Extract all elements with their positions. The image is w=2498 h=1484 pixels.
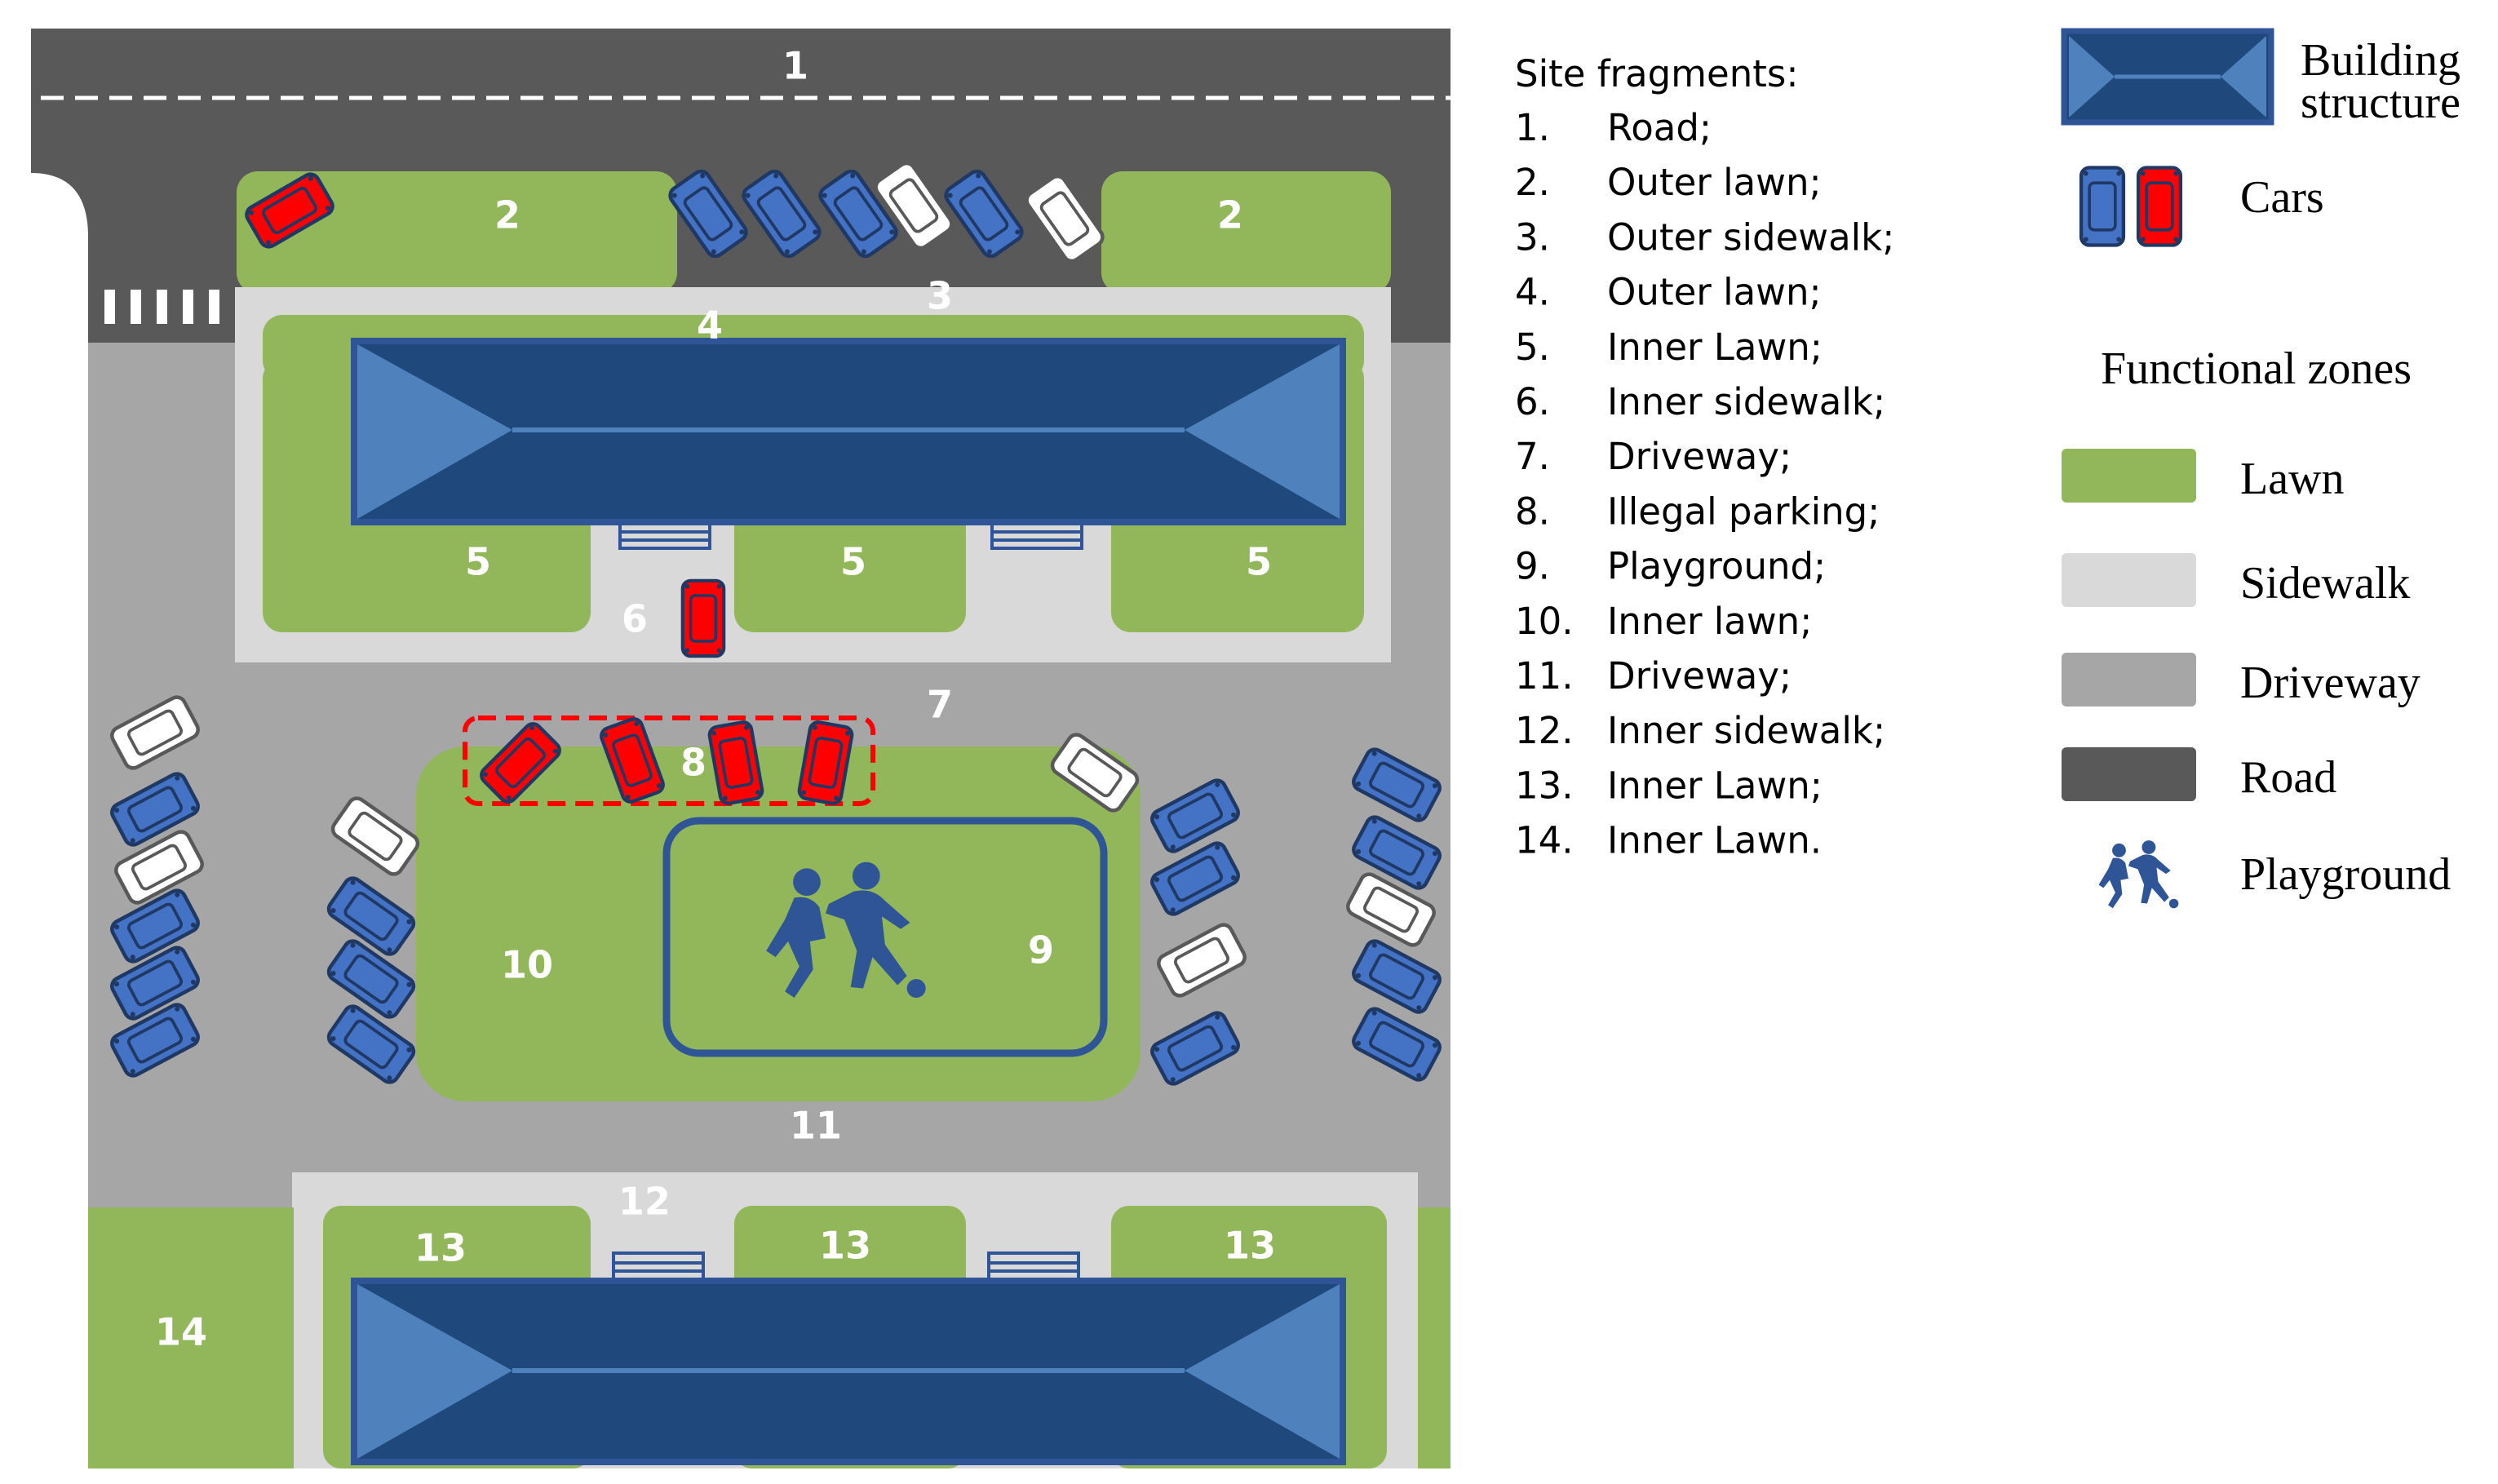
legend: Building structure Cars Functional zones…	[2061, 28, 2460, 909]
zone-label-8: 8	[680, 741, 706, 785]
inner-lawn-14	[88, 1207, 294, 1468]
zone-label-13: 13	[1224, 1224, 1276, 1268]
fragment-number: 4.	[1515, 271, 1550, 314]
legend-sidewalk: Sidewalk	[2240, 558, 2410, 609]
fragment-number: 3.	[1515, 215, 1550, 259]
crosswalk	[104, 290, 219, 324]
car-icon	[2138, 167, 2181, 245]
zone-label-2: 2	[1217, 193, 1243, 237]
zone-label-5: 5	[1246, 540, 1272, 584]
zone-label-13: 13	[414, 1226, 467, 1270]
fragment-label: Inner Lawn;	[1607, 326, 1823, 369]
legend-functional-zones-title: Functional zones	[2101, 343, 2412, 394]
zone-label-6: 6	[622, 597, 648, 641]
fragment-number: 5.	[1515, 326, 1550, 369]
legend-playground: Playground	[2240, 849, 2451, 900]
lower-building	[351, 1278, 1346, 1465]
zone-label-4: 4	[697, 303, 723, 348]
fragment-number: 9.	[1515, 545, 1550, 588]
legend-driveway: Driveway	[2240, 658, 2420, 708]
legend-lawn: Lawn	[2240, 454, 2345, 504]
legend-cars: Cars	[2240, 172, 2324, 223]
legend-building-line2: structure	[2301, 78, 2460, 128]
fragment-number: 10.	[1515, 600, 1574, 643]
outer-lawn-right	[1101, 171, 1391, 294]
fragment-number: 14.	[1515, 819, 1574, 862]
fragment-number: 12.	[1515, 709, 1574, 752]
car-icon	[683, 581, 724, 656]
fragment-label: Inner lawn;	[1607, 600, 1812, 643]
upper-building	[351, 338, 1346, 525]
legend-road: Road	[2240, 752, 2336, 803]
car-icon	[2081, 167, 2124, 245]
zone-label-13: 13	[819, 1224, 871, 1268]
playground-zone-9	[662, 817, 1108, 1057]
lawn-right-edge	[1418, 1207, 1451, 1468]
zone-label-10: 10	[501, 943, 553, 987]
legend-sidewalk-swatch	[2062, 553, 2196, 607]
fragment-label: Road;	[1607, 106, 1712, 149]
fragment-number: 13.	[1515, 764, 1574, 807]
fragment-number: 1.	[1515, 106, 1550, 149]
fragment-number: 8.	[1515, 489, 1550, 533]
zone-label-3: 3	[927, 274, 953, 318]
entrance-steps-upper	[618, 521, 1083, 550]
legend-road-swatch	[2062, 747, 2196, 801]
legend-driveway-swatch	[2062, 653, 2196, 707]
zone-label-5: 5	[840, 540, 866, 584]
fragment-label: Inner sidewalk;	[1607, 380, 1885, 423]
site-fragments-list: Site fragments: 1. Road; 2. Outer lawn; 3. Ou…	[1515, 52, 1894, 862]
fragment-label: Outer lawn;	[1607, 161, 1822, 204]
fragment-label: Playground;	[1607, 545, 1826, 588]
soccer-players-icon	[2098, 840, 2179, 909]
outer-lawn-left	[237, 171, 677, 294]
legend-building-line1: Building	[2301, 35, 2460, 86]
fragment-number: 2.	[1515, 161, 1550, 204]
illegal-parking-box	[463, 715, 875, 806]
zone-label-11: 11	[790, 1104, 842, 1148]
entrance-steps-lower	[612, 1251, 1080, 1281]
fragment-label: Inner Lawn.	[1607, 819, 1822, 862]
building-icon	[2061, 28, 2274, 126]
fragment-label: Inner sidewalk;	[1607, 709, 1885, 752]
fragment-number: 7.	[1515, 435, 1550, 478]
zone-label-12: 12	[618, 1180, 671, 1224]
zone-label-2: 2	[494, 193, 520, 237]
zone-label-9: 9	[1028, 928, 1054, 972]
fragment-label: Inner Lawn;	[1607, 764, 1823, 807]
fragment-number: 6.	[1515, 380, 1550, 423]
zone-label-14: 14	[155, 1310, 207, 1354]
fragment-number: 11.	[1515, 654, 1574, 698]
zone-label-5: 5	[465, 540, 491, 584]
site-fragments-title: Site fragments:	[1515, 52, 1798, 95]
zone-label-7: 7	[927, 683, 953, 727]
legend-lawn-swatch	[2062, 449, 2196, 503]
fragment-label: Driveway;	[1607, 654, 1792, 698]
fragment-label: Illegal parking;	[1607, 489, 1880, 533]
fragment-label: Outer lawn;	[1607, 271, 1822, 314]
fragment-label: Outer sidewalk;	[1607, 215, 1894, 259]
fragment-label: Driveway;	[1607, 435, 1792, 478]
zone-label-1: 1	[782, 44, 808, 88]
